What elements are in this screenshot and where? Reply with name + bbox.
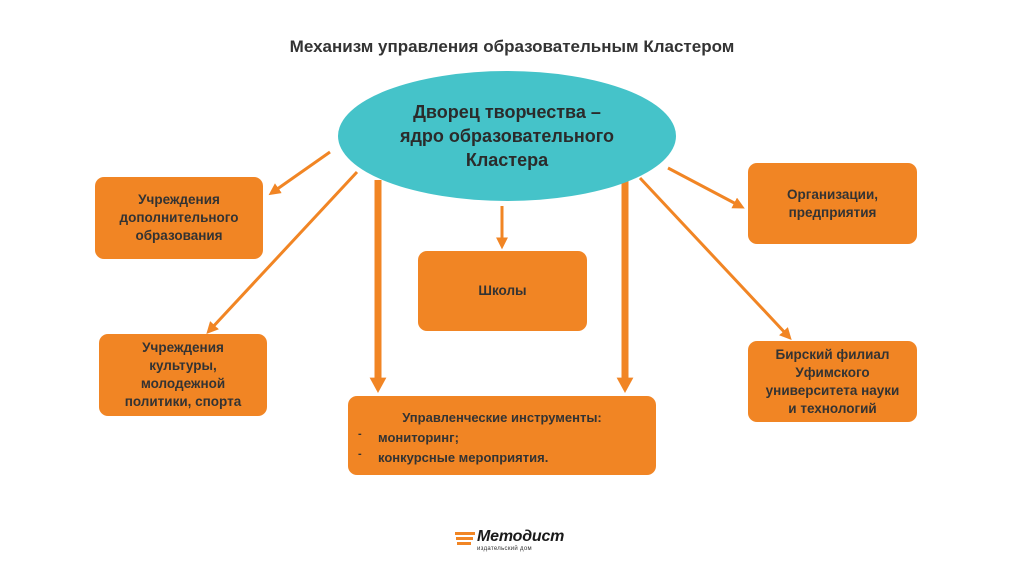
tools-item: мониторинг; (358, 424, 646, 448)
tools-item: конкурсные мероприятия. (358, 444, 646, 468)
diagram-title: Механизм управления образовательным Клас… (289, 37, 735, 56)
node-tools: Управленческие инструменты: мониторинг; … (348, 396, 656, 475)
node-orgs-label: Организации, предприятия (786, 186, 879, 220)
logo-name: Методист (477, 528, 565, 545)
node-birsk: Бирский филиал Уфимского университета на… (748, 341, 917, 422)
node-schools: Школы (418, 251, 587, 331)
arrow-to-orgs (667, 166, 745, 209)
arrow-to-culture (206, 170, 359, 334)
logo-stripes-icon (455, 532, 475, 547)
publisher-logo: Методист издательский дом (455, 528, 575, 558)
node-orgs: Организации, предприятия (748, 163, 917, 244)
core-label: Дворец творчества – ядро образовательног… (399, 102, 615, 170)
tools-heading: Управленческие инструменты: (402, 410, 602, 425)
logo-subtitle: издательский дом (477, 546, 532, 552)
node-dop: Учреждения дополнительного образования (95, 177, 263, 259)
node-dop-label: Учреждения дополнительного образования (119, 192, 239, 243)
arrow-to-dop (268, 150, 331, 196)
core-node: Дворец творчества – ядро образовательног… (338, 71, 676, 201)
node-culture-label: Учреждения культуры, молодежной политики… (124, 340, 242, 409)
node-culture: Учреждения культуры, молодежной политики… (99, 334, 267, 416)
tools-list: мониторинг; конкурсные мероприятия. (358, 424, 646, 468)
arrow-to-birsk (638, 176, 792, 340)
node-birsk-label: Бирский филиал Уфимского университета на… (765, 346, 900, 416)
node-schools-label: Школы (478, 283, 527, 298)
